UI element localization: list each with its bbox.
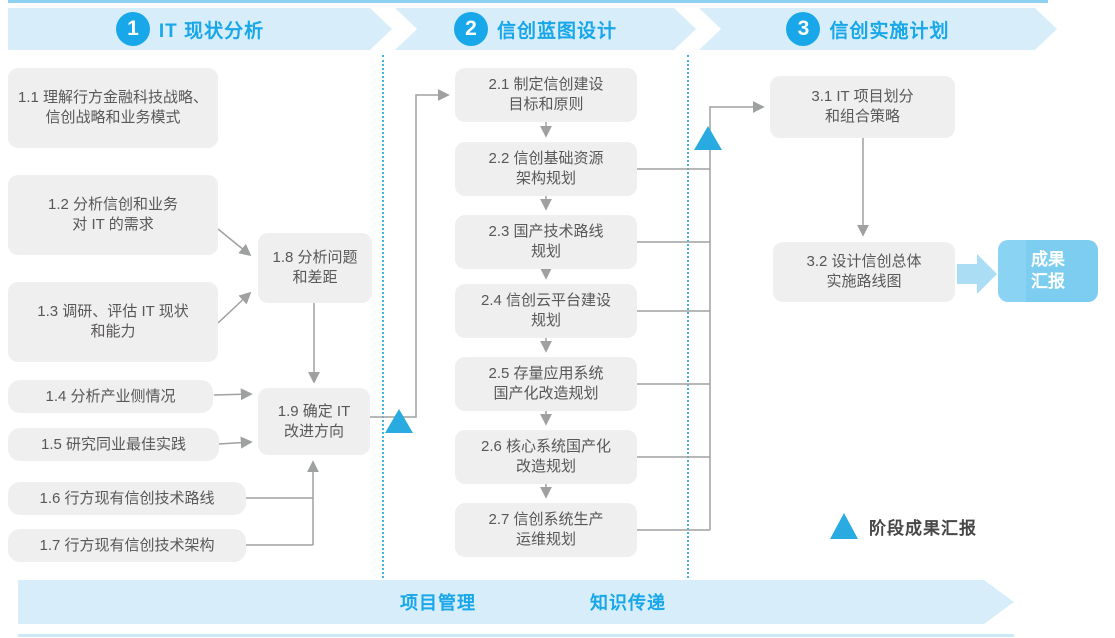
task-box-3-2: 3.2 设计信创总体 实施路线图: [773, 242, 955, 302]
task-box-line: 改造规划: [515, 458, 576, 475]
phase-separator-2: [687, 55, 689, 578]
task-box-line: 目标和原则: [508, 96, 584, 113]
arrow-1-4-to-1-9: [213, 388, 253, 401]
task-box-line: 1.3 调研、评估 IT 现状: [37, 303, 189, 320]
task-box-2-4: 2.4 信创云平台建设 规划: [455, 284, 637, 338]
task-box-line: 对 IT 的需求: [72, 216, 154, 233]
task-box-2-7: 2.7 信创系统生产 运维规划: [455, 503, 637, 557]
phase-3-number-badge: 3: [786, 12, 820, 46]
task-box-line: 1.2 分析信创和业务: [47, 196, 179, 213]
result-arrow-icon: [957, 254, 997, 294]
result-report-line: 成果: [1031, 250, 1065, 269]
phase-1-number-badge: 1: [116, 12, 150, 46]
task-box-2-1: 2.1 制定信创建设 目标和原则: [455, 68, 637, 122]
phase-banner-2: 2 信创蓝图设计: [395, 8, 696, 50]
result-report-box: 成果 汇报: [998, 240, 1098, 302]
phase-2-number-badge: 2: [454, 12, 488, 46]
task-box-line: 2.3 国产技术路线: [488, 223, 604, 240]
arrow-1-2-to-1-8: [217, 228, 252, 257]
task-box-line: 1.9 确定 IT: [277, 402, 351, 420]
task-box-line: 1.5 研究同业最佳实践: [40, 435, 187, 453]
task-box-line: 2.2 信创基础资源: [488, 150, 604, 167]
task-box-2-2: 2.2 信创基础资源 架构规划: [455, 142, 637, 196]
arrow-1-3-to-1-8: [217, 291, 252, 324]
task-box-line: 国产化改造规划: [493, 385, 599, 402]
task-box-1-4: 1.4 分析产业侧情况: [8, 380, 213, 413]
footer-label-project-management: 项目管理: [400, 593, 476, 613]
task-box-1-6: 1.6 行方现有信创技术路线: [8, 482, 246, 515]
task-box-line: 1.8 分析问题: [272, 249, 358, 266]
phase-banner-1: 1 IT 现状分析: [8, 8, 392, 50]
task-box-line: 规划: [530, 312, 561, 329]
bottom-edge-strip: [18, 634, 1014, 637]
task-box-line: 2.1 制定信创建设: [488, 76, 604, 93]
task-box-1-7: 1.7 行方现有信创技术架构: [8, 529, 246, 562]
task-box-line: 信创战略和业务模式: [45, 109, 181, 126]
task-box-line: 1.1 理解行方金融科技战略、: [17, 89, 209, 106]
task-box-line: 改进方向: [283, 422, 344, 440]
footer-label-knowledge-transfer: 知识传递: [590, 593, 666, 613]
task-box-line: 1.6 行方现有信创技术路线: [39, 489, 215, 507]
phase-1-title: IT 现状分析: [158, 20, 265, 42]
task-box-line: 1.7 行方现有信创技术架构: [39, 536, 215, 554]
result-report-line: 汇报: [1031, 272, 1065, 291]
task-box-line: 2.6 核心系统国产化: [480, 438, 612, 455]
task-box-line: 和差距: [292, 269, 338, 286]
task-box-line: 架构规划: [515, 170, 576, 187]
task-box-line: 2.5 存量应用系统: [488, 365, 604, 382]
task-box-line: 运维规划: [515, 531, 576, 548]
task-box-3-1: 3.1 IT 项目划分 和组合策略: [770, 76, 955, 138]
task-box-line: 和组合策略: [824, 108, 900, 125]
task-box-1-5: 1.5 研究同业最佳实践: [8, 428, 219, 461]
task-box-1-1: 1.1 理解行方金融科技战略、 信创战略和业务模式: [8, 68, 218, 148]
phase-3-title: 信创实施计划: [829, 20, 950, 42]
legend: 阶段成果汇报: [830, 513, 977, 539]
task-box-line: 实施路线图: [826, 273, 902, 290]
task-box-1-2: 1.2 分析信创和业务 对 IT 的需求: [8, 175, 218, 255]
top-edge-strip: [8, 0, 1048, 3]
footer-banner: 项目管理 知识传递: [18, 580, 1014, 624]
phase-separator-1: [382, 55, 384, 578]
task-box-2-6: 2.6 核心系统国产化 改造规划: [455, 430, 637, 484]
arrow-collector-to-3-1: [709, 101, 765, 530]
lines-2x-to-collector: [637, 168, 710, 531]
legend-label: 阶段成果汇报: [869, 518, 977, 538]
task-box-line: 1.4 分析产业侧情况: [45, 387, 176, 405]
milestone-triangle-icon: [830, 513, 858, 539]
task-box-line: 2.4 信创云平台建设: [480, 292, 612, 309]
phase-2-title: 信创蓝图设计: [496, 20, 617, 42]
milestone-triangle-icon: [385, 409, 413, 433]
task-box-2-5: 2.5 存量应用系统 国产化改造规划: [455, 357, 637, 411]
arrow-1-9-to-2-1: [370, 89, 450, 418]
task-box-1-8: 1.8 分析问题 和差距: [258, 233, 372, 303]
task-box-line: 3.2 设计信创总体: [806, 253, 922, 270]
task-box-line: 2.7 信创系统生产: [488, 511, 604, 528]
task-box-line: 规划: [530, 243, 561, 260]
task-box-line: 3.1 IT 项目划分: [811, 88, 914, 105]
task-box-1-9: 1.9 确定 IT 改进方向: [258, 388, 370, 455]
milestone-triangle-icon: [694, 126, 722, 150]
task-box-1-3: 1.3 调研、评估 IT 现状 和能力: [8, 282, 218, 362]
phase-banner-3: 3 信创实施计划: [699, 8, 1057, 50]
task-box-line: 和能力: [90, 323, 136, 340]
arrow-1-5-to-1-9: [218, 436, 253, 449]
task-box-2-3: 2.3 国产技术路线 规划: [455, 215, 637, 269]
